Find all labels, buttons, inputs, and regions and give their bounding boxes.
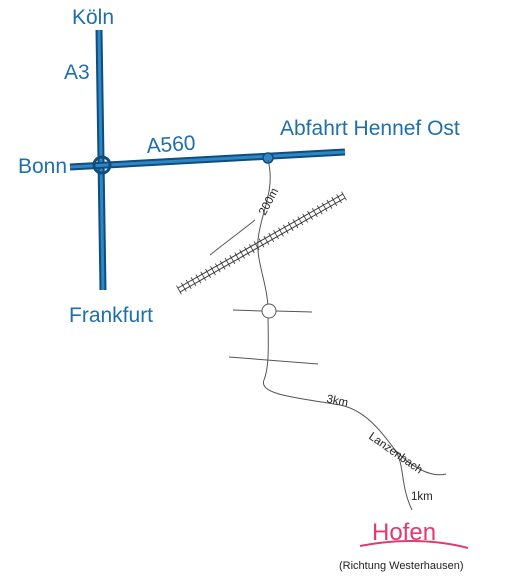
label-abfahrt: Abfahrt Hennef Ost <box>280 117 460 140</box>
rail-tie <box>292 219 299 229</box>
rail-tie <box>312 208 318 218</box>
rail-tie <box>307 210 313 220</box>
label-frankfurt: Frankfurt <box>69 304 153 327</box>
rail-tie <box>234 252 241 262</box>
rail-tie <box>282 224 289 234</box>
rail-tie <box>181 282 187 292</box>
railway <box>176 191 347 295</box>
rail-tie <box>287 221 294 231</box>
highway-a560 <box>69 148 346 171</box>
rail-tie <box>239 249 245 259</box>
label-3km: 3km <box>325 393 349 409</box>
rail-tie <box>336 194 342 204</box>
rail-tie <box>215 263 221 273</box>
rail-tie <box>258 238 265 248</box>
rail-tie <box>316 205 323 215</box>
hofen-underline <box>359 540 469 549</box>
label-richtung: (Richtung Westerhausen) <box>339 560 464 572</box>
exit-junction <box>262 152 274 164</box>
label-200m: 200m <box>257 186 281 217</box>
highway-a3 <box>95 29 107 291</box>
rail-tie <box>219 260 226 270</box>
rail-tie <box>190 277 197 287</box>
label-a3: A3 <box>64 61 90 84</box>
label-lanzenbach: Lanzenbach <box>366 431 424 477</box>
rail-tie <box>268 232 275 243</box>
label-1km: 1km <box>411 491 433 503</box>
label-a560: A560 <box>146 132 197 158</box>
roundabout <box>261 303 277 319</box>
rail-tie <box>331 196 338 207</box>
rail-tie <box>248 243 255 254</box>
rail-tie <box>210 266 216 276</box>
interchange-bonn <box>92 155 112 175</box>
rail-tie <box>321 202 328 212</box>
rail-tie <box>244 246 250 256</box>
rail-tie <box>302 213 308 223</box>
rail-tie <box>176 285 182 295</box>
rail-tie <box>200 271 207 281</box>
label-koeln: Köln <box>72 6 114 29</box>
rail-tie <box>326 199 333 209</box>
label-bonn: Bonn <box>18 155 67 178</box>
local-roads <box>209 159 447 511</box>
rail-tie <box>263 235 270 245</box>
rail-tie <box>253 241 260 251</box>
rail-tie <box>205 268 211 278</box>
rail-tie <box>273 230 279 240</box>
rail-tie <box>195 274 202 284</box>
rail-tie <box>224 257 231 267</box>
rail-tie <box>341 191 347 201</box>
rail-tie <box>185 279 192 290</box>
rail-tie <box>229 255 236 265</box>
rail-tie <box>278 227 284 237</box>
rail-tie <box>297 216 304 226</box>
